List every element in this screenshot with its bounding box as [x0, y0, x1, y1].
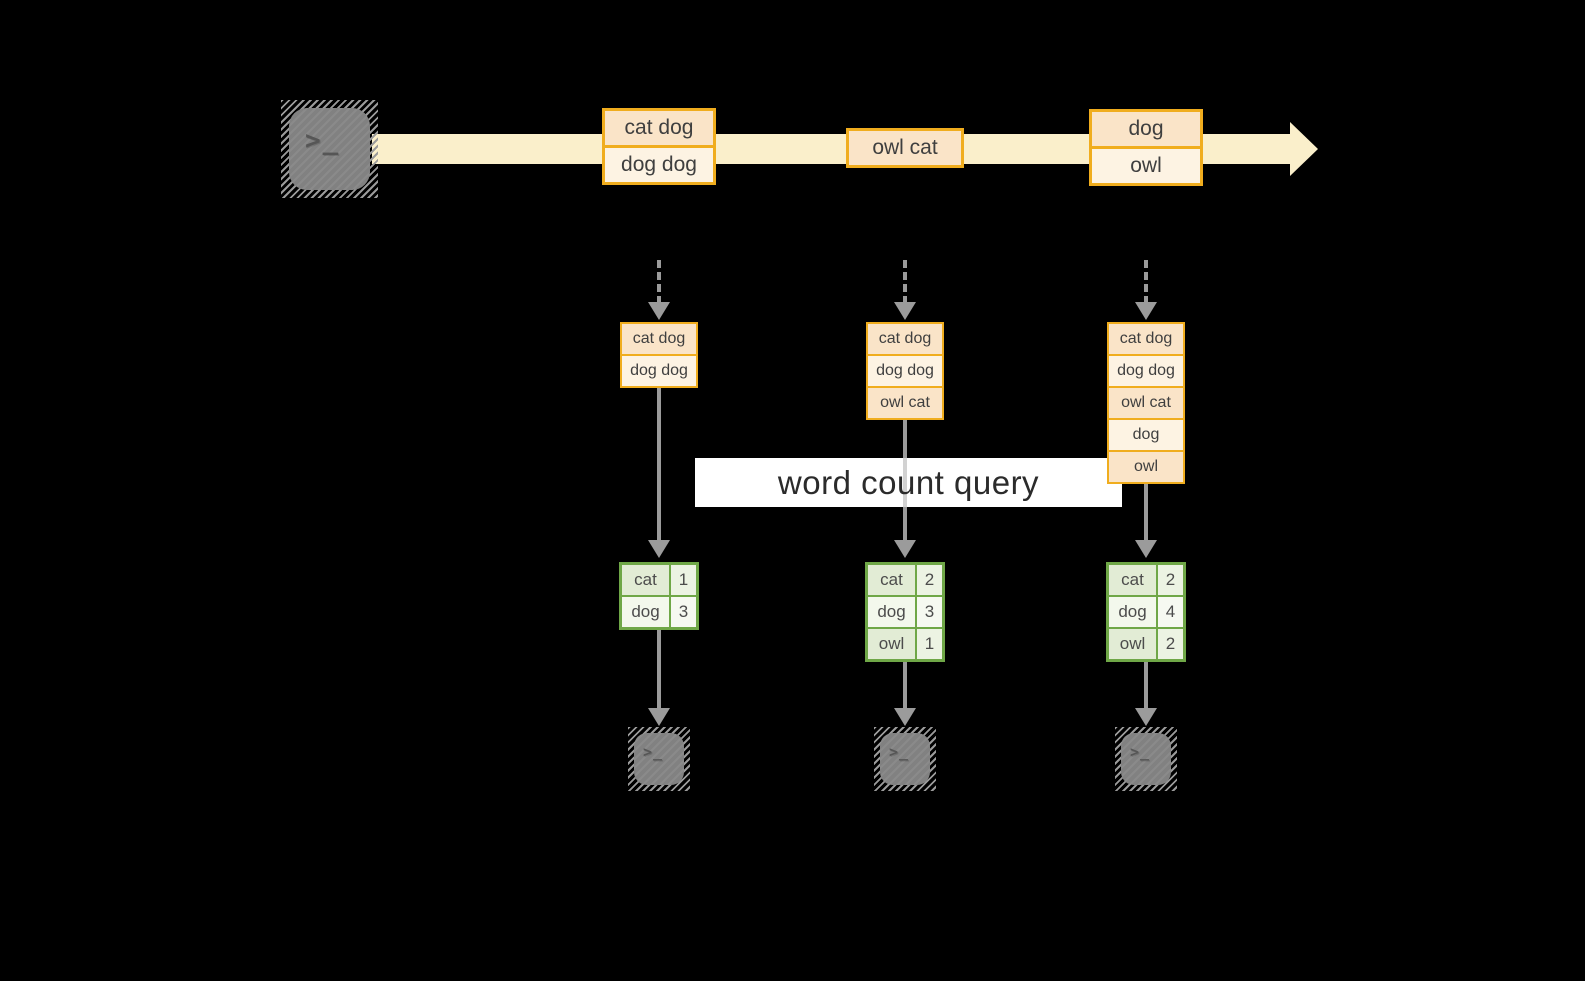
buffer-cell: owl cat — [866, 386, 944, 420]
dashed-arrow-line — [657, 260, 661, 304]
sink-arrow-head-icon — [648, 708, 670, 726]
buffer-cell: cat dog — [1107, 322, 1185, 356]
terminal-prompt-glyph: >_ — [643, 743, 664, 761]
buffer-cell: cat dog — [866, 322, 944, 356]
buffer-cell: dog dog — [1107, 354, 1185, 388]
sink-arrow-line — [1144, 662, 1148, 708]
word-cell: cat — [622, 565, 669, 595]
terminal-screen: >_ — [880, 733, 930, 785]
sink-arrow-line — [657, 630, 661, 708]
dashed-arrow-line — [1144, 260, 1148, 304]
event-cell: cat dog — [602, 108, 716, 148]
table-row: cat 2 — [1109, 565, 1183, 595]
terminal-prompt-glyph: >_ — [305, 126, 341, 156]
dashed-arrow-head-icon — [1135, 302, 1157, 320]
stream-event-2: owl cat — [846, 128, 964, 168]
buffer-cell: dog dog — [620, 354, 698, 388]
count-cell: 2 — [1158, 629, 1183, 659]
sink-terminal-icon: >_ — [874, 727, 936, 791]
count-table-1: cat 1 dog 3 — [619, 562, 699, 630]
terminal-screen: >_ — [289, 108, 370, 190]
query-arrow-line — [1144, 484, 1148, 540]
count-table-3: cat 2 dog 4 owl 2 — [1106, 562, 1186, 662]
table-row: cat 2 — [868, 565, 942, 595]
table-row: owl 2 — [1109, 629, 1183, 659]
table-row: dog 3 — [868, 597, 942, 627]
event-cell: owl — [1089, 146, 1203, 186]
event-cell: owl cat — [846, 128, 964, 168]
sink-arrow-line — [903, 662, 907, 708]
stream-event-3: dog owl — [1089, 109, 1203, 186]
terminal-prompt-glyph: >_ — [889, 743, 910, 761]
word-cell: dog — [1109, 597, 1156, 627]
stream-arrowhead-icon — [1290, 122, 1318, 176]
count-cell: 1 — [917, 629, 942, 659]
word-cell: owl — [868, 629, 915, 659]
count-table-2: cat 2 dog 3 owl 1 — [865, 562, 945, 662]
table-row: dog 4 — [1109, 597, 1183, 627]
query-label-background — [695, 458, 1122, 507]
count-cell: 2 — [1158, 565, 1183, 595]
buffer-cell: owl cat — [1107, 386, 1185, 420]
terminal-screen: >_ — [1121, 733, 1171, 785]
word-cell: owl — [1109, 629, 1156, 659]
query-label: word count query — [777, 463, 1040, 501]
count-cell: 4 — [1158, 597, 1183, 627]
buffer-stack-2: cat dog dog dog owl cat — [866, 322, 944, 420]
sink-arrow-head-icon — [1135, 708, 1157, 726]
sink-terminal-icon: >_ — [1115, 727, 1177, 791]
buffer-stack-3: cat dog dog dog owl cat dog owl — [1107, 322, 1185, 484]
table-row: dog 3 — [622, 597, 696, 627]
query-arrow-head-icon — [1135, 540, 1157, 558]
terminal-screen: >_ — [634, 733, 684, 785]
buffer-cell: dog — [1107, 418, 1185, 452]
count-cell: 1 — [671, 565, 696, 595]
query-arrow-head-icon — [648, 540, 670, 558]
query-arrow-line — [657, 388, 661, 540]
buffer-cell: cat dog — [620, 322, 698, 356]
word-cell: cat — [868, 565, 915, 595]
word-cell: dog — [868, 597, 915, 627]
buffer-stack-1: cat dog dog dog — [620, 322, 698, 388]
query-arrow-head-icon — [894, 540, 916, 558]
sink-arrow-head-icon — [894, 708, 916, 726]
word-cell: cat — [1109, 565, 1156, 595]
count-cell: 3 — [671, 597, 696, 627]
dashed-arrow-head-icon — [648, 302, 670, 320]
word-cell: dog — [622, 597, 669, 627]
dashed-arrow-head-icon — [894, 302, 916, 320]
dashed-arrow-line — [903, 260, 907, 304]
event-cell: dog dog — [602, 145, 716, 185]
count-cell: 3 — [917, 597, 942, 627]
buffer-cell: dog dog — [866, 354, 944, 388]
table-row: owl 1 — [868, 629, 942, 659]
query-arrow-overlay — [903, 458, 907, 507]
stream-event-1: cat dog dog dog — [602, 108, 716, 185]
terminal-prompt-glyph: >_ — [1130, 743, 1151, 761]
sink-terminal-icon: >_ — [628, 727, 690, 791]
table-row: cat 1 — [622, 565, 696, 595]
source-terminal-icon: >_ — [281, 100, 378, 198]
event-cell: dog — [1089, 109, 1203, 149]
count-cell: 2 — [917, 565, 942, 595]
buffer-cell: owl — [1107, 450, 1185, 484]
